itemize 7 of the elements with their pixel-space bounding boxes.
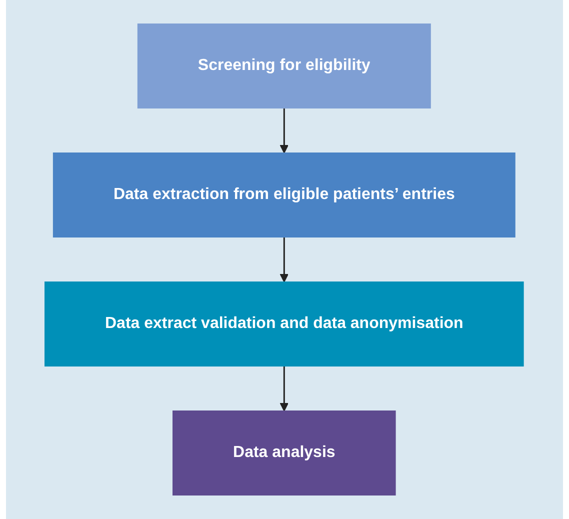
- node-box: Data extraction from eligible patients’ entries: [53, 152, 516, 238]
- arrow: [280, 237, 289, 282]
- node-box: Screening for eligbility: [138, 24, 432, 108]
- node-box: Data analysis: [172, 410, 396, 496]
- node-box: Data extract validation and data anonymisation: [44, 282, 524, 366]
- arrow: [280, 366, 289, 412]
- arrow: [280, 108, 289, 154]
